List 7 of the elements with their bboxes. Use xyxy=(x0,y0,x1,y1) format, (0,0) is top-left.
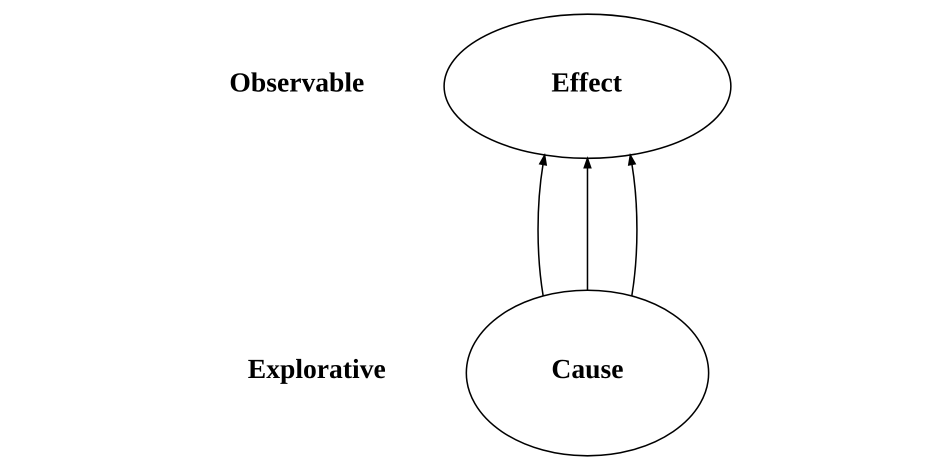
node-ellipse: Cause xyxy=(465,289,709,457)
arrow xyxy=(536,153,547,296)
arrow xyxy=(627,153,638,296)
arrow xyxy=(582,156,592,290)
label: Explorative xyxy=(247,353,386,384)
label: Observable xyxy=(228,66,364,98)
node-ellipse: Effect xyxy=(442,13,732,160)
